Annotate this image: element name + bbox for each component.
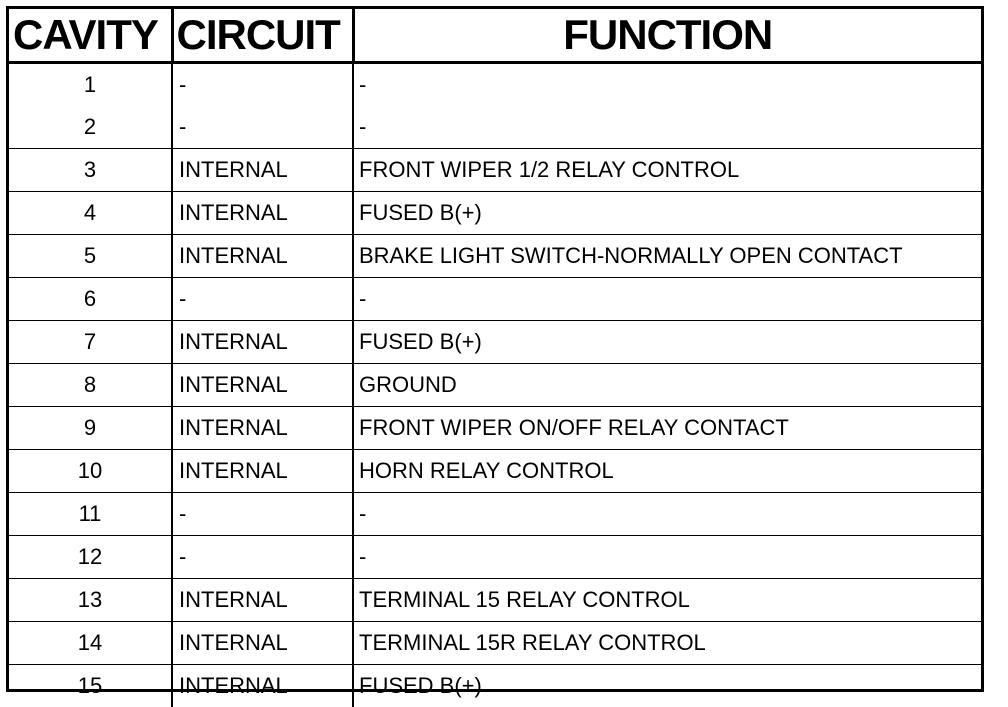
circuit-cell: INTERNAL (172, 407, 353, 450)
column-header-cavity: CAVITY (9, 9, 172, 63)
circuit-cell: INTERNAL (172, 192, 353, 235)
table-row: 14 INTERNAL TERMINAL 15R RELAY CONTROL (9, 622, 981, 665)
cavity-cell: 2 (9, 106, 172, 149)
circuit-cell: - (172, 536, 353, 579)
table-row: 3 INTERNAL FRONT WIPER 1/2 RELAY CONTROL (9, 149, 981, 192)
function-cell: BRAKE LIGHT SWITCH-NORMALLY OPEN CONTACT (353, 235, 981, 278)
cavity-cell: 15 (9, 665, 172, 707)
function-cell: - (353, 493, 981, 536)
table-row: 4 INTERNAL FUSED B(+) (9, 192, 981, 235)
circuit-cell: - (172, 278, 353, 321)
cavity-cell: 3 (9, 149, 172, 192)
cavity-cell: 5 (9, 235, 172, 278)
function-cell: - (353, 106, 981, 149)
circuit-cell: - (172, 63, 353, 107)
circuit-cell: INTERNAL (172, 235, 353, 278)
function-cell: FUSED B(+) (353, 321, 981, 364)
table-row: 15 INTERNAL FUSED B(+) (9, 665, 981, 707)
table-row: 13 INTERNAL TERMINAL 15 RELAY CONTROL (9, 579, 981, 622)
column-header-circuit: CIRCUIT (172, 9, 353, 63)
function-cell: FRONT WIPER ON/OFF RELAY CONTACT (353, 407, 981, 450)
function-cell: FRONT WIPER 1/2 RELAY CONTROL (353, 149, 981, 192)
table-row: 12 - - (9, 536, 981, 579)
table-row: 10 INTERNAL HORN RELAY CONTROL (9, 450, 981, 493)
connector-pinout-table-frame: CAVITY CIRCUIT FUNCTION 1 - - 2 - - 3 IN… (6, 6, 984, 692)
table-row: 8 INTERNAL GROUND (9, 364, 981, 407)
table-row: 5 INTERNAL BRAKE LIGHT SWITCH-NORMALLY O… (9, 235, 981, 278)
circuit-cell: INTERNAL (172, 579, 353, 622)
table-row: 6 - - (9, 278, 981, 321)
connector-pinout-table: CAVITY CIRCUIT FUNCTION 1 - - 2 - - 3 IN… (9, 9, 981, 707)
function-cell: GROUND (353, 364, 981, 407)
cavity-cell: 14 (9, 622, 172, 665)
function-cell: FUSED B(+) (353, 192, 981, 235)
cavity-cell: 12 (9, 536, 172, 579)
function-cell: TERMINAL 15R RELAY CONTROL (353, 622, 981, 665)
cavity-cell: 9 (9, 407, 172, 450)
circuit-cell: - (172, 493, 353, 536)
table-row: 2 - - (9, 106, 981, 149)
circuit-cell: INTERNAL (172, 321, 353, 364)
function-cell: - (353, 278, 981, 321)
circuit-cell: INTERNAL (172, 364, 353, 407)
circuit-cell: INTERNAL (172, 149, 353, 192)
circuit-cell: INTERNAL (172, 665, 353, 707)
circuit-cell: - (172, 106, 353, 149)
circuit-cell: INTERNAL (172, 622, 353, 665)
cavity-cell: 13 (9, 579, 172, 622)
cavity-cell: 10 (9, 450, 172, 493)
cavity-cell: 6 (9, 278, 172, 321)
cavity-cell: 8 (9, 364, 172, 407)
function-cell: FUSED B(+) (353, 665, 981, 707)
cavity-cell: 1 (9, 63, 172, 107)
function-cell: - (353, 63, 981, 107)
table-row: 11 - - (9, 493, 981, 536)
cavity-cell: 4 (9, 192, 172, 235)
table-row: 1 - - (9, 63, 981, 107)
table-row: 7 INTERNAL FUSED B(+) (9, 321, 981, 364)
circuit-cell: INTERNAL (172, 450, 353, 493)
table-row: 9 INTERNAL FRONT WIPER ON/OFF RELAY CONT… (9, 407, 981, 450)
function-cell: - (353, 536, 981, 579)
table-header-row: CAVITY CIRCUIT FUNCTION (9, 9, 981, 63)
cavity-cell: 7 (9, 321, 172, 364)
column-header-function: FUNCTION (353, 9, 981, 63)
cavity-cell: 11 (9, 493, 172, 536)
function-cell: TERMINAL 15 RELAY CONTROL (353, 579, 981, 622)
function-cell: HORN RELAY CONTROL (353, 450, 981, 493)
